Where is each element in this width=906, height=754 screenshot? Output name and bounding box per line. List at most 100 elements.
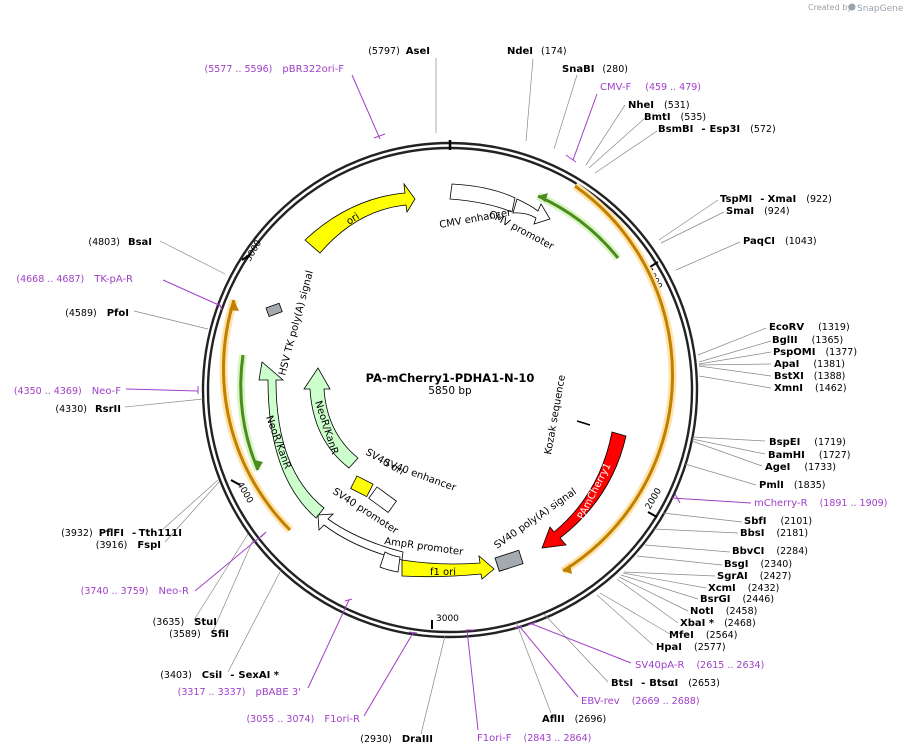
leader-aflii bbox=[515, 621, 552, 714]
leader-neo-r bbox=[194, 532, 266, 592]
site-csii[interactable]: (3403)CsiI-SexAI * bbox=[160, 670, 280, 681]
primer-neo-f[interactable]: (4350 .. 4369)Neo-F bbox=[14, 386, 121, 397]
site-snabi[interactable]: SnaBI(280) bbox=[562, 64, 628, 75]
site-paqci[interactable]: PaqCI(1043) bbox=[743, 236, 817, 247]
leader-noti bbox=[618, 576, 689, 612]
sv40-enhancer-feature[interactable] bbox=[368, 486, 397, 513]
leader-pfoi bbox=[133, 310, 209, 330]
site-aflii[interactable]: AflII(2696) bbox=[542, 714, 606, 725]
site-bbsi[interactable]: BbsI(2181) bbox=[740, 528, 808, 539]
site-rsrii[interactable]: (4330)RsrII bbox=[55, 404, 121, 415]
pamcherry1-feature[interactable] bbox=[541, 431, 627, 549]
site-bsai[interactable]: (4803)BsaI bbox=[88, 237, 152, 248]
site-pflfi[interactable]: (3932)PflFI-Tth111I bbox=[61, 528, 182, 539]
sv40-promoter-feature[interactable] bbox=[317, 513, 404, 561]
primer-pbabe-3[interactable]: (3317 .. 3337)pBABE 3' bbox=[178, 687, 301, 698]
site-asei[interactable]: (5797)AseI bbox=[368, 46, 430, 57]
hsv-tk-polya-feature[interactable] bbox=[265, 302, 283, 317]
primer-leaders bbox=[125, 74, 752, 731]
cmv-promoter-feature[interactable] bbox=[512, 198, 551, 225]
leader-mfei bbox=[599, 592, 671, 635]
site-fspi[interactable]: (3916)FspI bbox=[96, 540, 161, 551]
leader-bspei bbox=[692, 436, 766, 442]
site-sfii[interactable]: (3589)SfiI bbox=[169, 629, 229, 640]
site-mfei[interactable]: MfeI(2564) bbox=[669, 630, 737, 641]
site-bamhi[interactable]: BamHI(1727) bbox=[768, 450, 850, 461]
neor-inner-feature[interactable] bbox=[303, 367, 359, 469]
site-xbai[interactable]: XbaI *(2468) bbox=[680, 618, 756, 629]
site-bsgi[interactable]: BsgI(2340) bbox=[724, 559, 792, 570]
site-agei[interactable]: AgeI(1733) bbox=[765, 462, 836, 473]
site-bsrgi[interactable]: BsrGI(2446) bbox=[700, 594, 774, 605]
neor-outer-feature[interactable] bbox=[258, 361, 325, 519]
primer-f1ori-r[interactable]: (3055 .. 3074)F1ori-R bbox=[246, 714, 360, 725]
primer-sv40pa-r[interactable]: SV40pA-R(2615 .. 2634) bbox=[635, 660, 764, 671]
primer-f1ori-f[interactable]: F1ori-F(2843 .. 2864) bbox=[477, 733, 591, 744]
leader-apai bbox=[698, 363, 772, 366]
leader-hpai bbox=[596, 594, 654, 646]
site-bspei[interactable]: BspEI(1719) bbox=[769, 437, 846, 448]
site-bbvci[interactable]: BbvCI(2284) bbox=[732, 546, 808, 557]
leader-tspmi bbox=[658, 199, 719, 241]
leader-f1ori-f bbox=[466, 629, 479, 731]
sv40-ori-feature[interactable] bbox=[350, 475, 374, 498]
site-nhei[interactable]: NheI(531) bbox=[628, 100, 690, 111]
site-bmti[interactable]: BmtI(535) bbox=[644, 112, 706, 123]
cmv-binding-arc bbox=[537, 194, 620, 259]
site-apai[interactable]: ApaI(1381) bbox=[774, 359, 845, 370]
site-xcmi[interactable]: XcmI(2432) bbox=[708, 583, 779, 594]
site-tspmi[interactable]: TspMI-XmaI(922) bbox=[720, 194, 832, 205]
plasmid-title: PA-mCherry1-PDHA1-N-10 5850 bp bbox=[366, 371, 535, 397]
tick-5000 bbox=[241, 253, 252, 261]
snapgene-watermark: Created by SnapGene bbox=[808, 3, 904, 14]
site-noti[interactable]: NotI(2458) bbox=[690, 606, 757, 617]
leader-sbfi bbox=[662, 512, 743, 523]
site-stui[interactable]: (3635)StuI bbox=[153, 617, 217, 628]
primer-binding-arcs bbox=[219, 182, 677, 575]
site-ndei[interactable]: NdeI(174) bbox=[507, 46, 567, 57]
watermark-prefix: Created by bbox=[808, 3, 852, 12]
site-pfoi[interactable]: (4589)PfoI bbox=[65, 308, 129, 319]
leader-bsrgi bbox=[620, 574, 699, 600]
mark-neo-r bbox=[260, 531, 267, 538]
site-bstxi[interactable]: BstXI(1388) bbox=[774, 371, 845, 382]
leader-bsgi bbox=[636, 555, 723, 566]
site-pmli[interactable]: PmlI(1835) bbox=[759, 480, 826, 491]
ampr-promoter-feature[interactable] bbox=[379, 551, 401, 573]
primer-cmv-f[interactable]: CMV-F(459 .. 479) bbox=[600, 82, 701, 93]
site-leaders bbox=[124, 58, 772, 735]
site-hpai[interactable]: HpaI(2577) bbox=[656, 642, 726, 653]
leader-pbabe-3 bbox=[307, 599, 350, 689]
leader-bbvci bbox=[644, 544, 731, 553]
site-smai[interactable]: SmaI(924) bbox=[726, 206, 790, 217]
kozak-label: Kozak sequence bbox=[543, 374, 568, 455]
leader-nhei bbox=[585, 104, 626, 166]
leader-pspomi bbox=[698, 351, 772, 365]
kozak-feature[interactable] bbox=[576, 420, 591, 426]
primer-tk-pa-r[interactable]: (4668 .. 4687)TK-pA-R bbox=[16, 274, 133, 285]
site-bglii[interactable]: BglII(1365) bbox=[772, 335, 843, 346]
site-ecorv[interactable]: EcoRV(1319) bbox=[769, 322, 850, 333]
site-sbfi[interactable]: SbfI(2101) bbox=[744, 516, 812, 527]
snapgene-logo-icon bbox=[848, 3, 856, 11]
cmv-enhancer-feature[interactable] bbox=[449, 183, 516, 213]
restriction-sites: (5797)AseI NdeI(174) SnaBI(280) NheI(531… bbox=[55, 46, 857, 745]
ori-feature[interactable] bbox=[304, 182, 416, 254]
f1-ori-feature[interactable] bbox=[401, 554, 495, 580]
primer-ebv-rev[interactable]: EBV-rev(2669 .. 2688) bbox=[581, 696, 700, 707]
neo-binding-arrowhead bbox=[229, 300, 239, 311]
primer-neo-r[interactable]: (3740 .. 3759)Neo-R bbox=[81, 586, 189, 597]
site-xmni[interactable]: XmnI(1462) bbox=[774, 383, 847, 394]
leader-ndei bbox=[525, 58, 534, 142]
site-pspomi[interactable]: PspOMI(1377) bbox=[773, 347, 857, 358]
primer-pbr322ori-f[interactable]: (5577 .. 5596)pBR322ori-F bbox=[205, 64, 345, 75]
site-btsi[interactable]: BtsI-BtsαI(2653) bbox=[611, 678, 720, 689]
primer-mcherry-r[interactable]: mCherry-R(1891 .. 1909) bbox=[754, 498, 887, 509]
leader-snabi bbox=[553, 74, 578, 150]
site-draiii[interactable]: (2930)DraIII bbox=[360, 734, 433, 745]
mark-cmv-f bbox=[565, 154, 577, 163]
sv40-polya-feature[interactable] bbox=[494, 549, 524, 572]
site-bsmbi[interactable]: BsmBI-Esp3I(572) bbox=[658, 124, 776, 135]
plasmid-name: PA-mCherry1-PDHA1-N-10 bbox=[366, 371, 535, 385]
site-sgrai[interactable]: SgrAI(2427) bbox=[717, 571, 791, 582]
